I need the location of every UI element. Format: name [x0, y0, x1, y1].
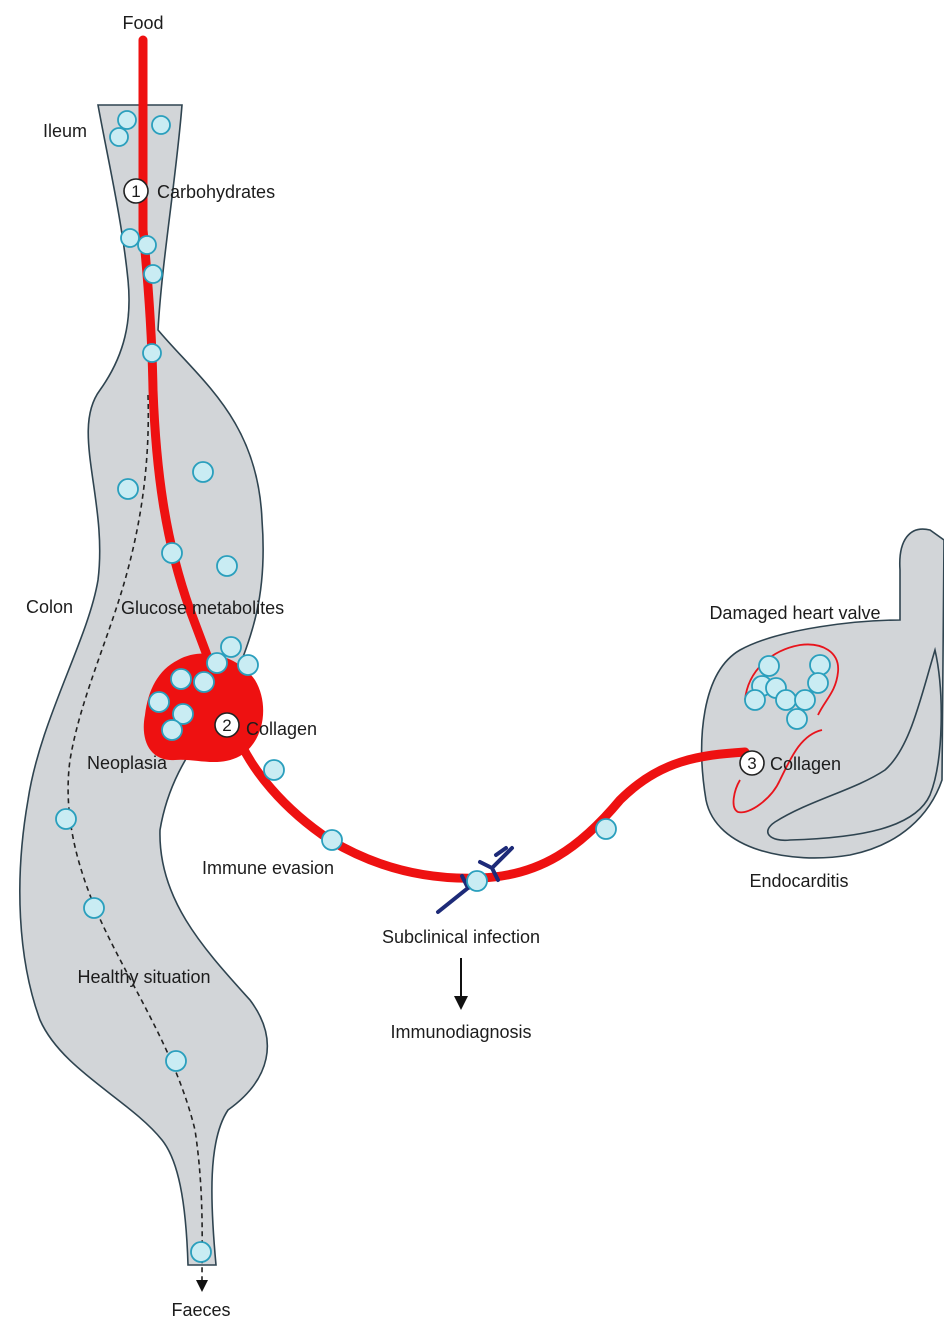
label-colon: Colon [26, 597, 73, 617]
label-carbohydrates: Carbohydrates [157, 182, 275, 202]
label-damaged-heart-valve: Damaged heart valve [709, 603, 880, 623]
label-glucose-metabolites: Glucose metabolites [121, 598, 284, 618]
bacterium [467, 871, 487, 891]
step-marker-1: 1 [124, 179, 148, 203]
bacterium [217, 556, 237, 576]
bacterium [56, 809, 76, 829]
bacterium [138, 236, 156, 254]
bacterium [171, 669, 191, 689]
step-marker-2: 2 [215, 713, 239, 737]
label-collagen-neoplasia: Collagen [246, 719, 317, 739]
bacterium [745, 690, 765, 710]
bacterium [596, 819, 616, 839]
bacterium [759, 656, 779, 676]
bacterium [110, 128, 128, 146]
bacterium [166, 1051, 186, 1071]
bacterium [787, 709, 807, 729]
label-neoplasia: Neoplasia [87, 753, 168, 773]
label-subclinical-infection: Subclinical infection [382, 927, 540, 947]
bacterium [810, 655, 830, 675]
step-number: 2 [222, 716, 231, 735]
label-collagen-heart: Collagen [770, 754, 841, 774]
label-healthy-situation: Healthy situation [77, 967, 210, 987]
bacterium [193, 462, 213, 482]
step-number: 1 [131, 182, 140, 201]
bacterium [191, 1242, 211, 1262]
bacterium [118, 111, 136, 129]
label-faeces: Faeces [171, 1300, 230, 1319]
bacterium [795, 690, 815, 710]
bacterium [808, 673, 828, 693]
label-ileum: Ileum [43, 121, 87, 141]
bacterium [238, 655, 258, 675]
faeces-arrowhead [196, 1280, 208, 1292]
step-marker-3: 3 [740, 751, 764, 775]
bacterium [143, 344, 161, 362]
label-food: Food [122, 13, 163, 33]
bacterium [207, 653, 227, 673]
bacterium [118, 479, 138, 499]
bacterium [144, 265, 162, 283]
bacterium [121, 229, 139, 247]
bacterium [162, 543, 182, 563]
bacterium [84, 898, 104, 918]
heart-valve [702, 529, 944, 858]
label-immunodiagnosis: Immunodiagnosis [390, 1022, 531, 1042]
bacterium [264, 760, 284, 780]
immunodiagnosis-arrow [454, 958, 468, 1010]
bacterium [162, 720, 182, 740]
label-endocarditis: Endocarditis [749, 871, 848, 891]
bacterium [221, 637, 241, 657]
label-immune-evasion: Immune evasion [202, 858, 334, 878]
step-number: 3 [747, 754, 756, 773]
bacterium [152, 116, 170, 134]
bacterium [149, 692, 169, 712]
bacterium [322, 830, 342, 850]
bacterium [776, 690, 796, 710]
bacterium [194, 672, 214, 692]
